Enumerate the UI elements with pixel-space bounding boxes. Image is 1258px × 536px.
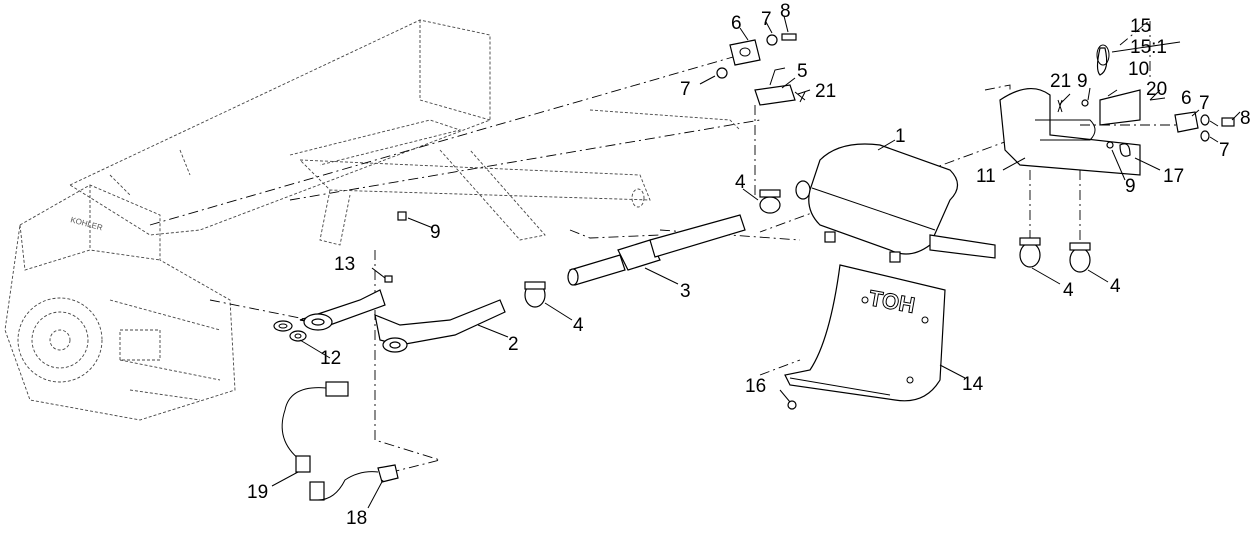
callout-2: 2 [508, 334, 519, 355]
clamp-4-middle [524, 281, 546, 308]
callout-17: 17 [1163, 166, 1184, 187]
callout-6: 6 [1181, 88, 1192, 109]
callout-12: 12 [320, 348, 341, 369]
callout-4: 4 [1110, 276, 1121, 297]
callout-10: 10 [1128, 59, 1149, 80]
callout-4: 4 [1063, 280, 1074, 301]
callout-1: 1 [895, 126, 906, 147]
callout-9: 9 [430, 222, 441, 243]
clamp-4-upper [759, 180, 811, 214]
heat-shield-14: TOH [784, 264, 946, 402]
exhaust-pipe-2 [299, 289, 506, 353]
callout-19: 19 [247, 482, 268, 503]
muffler-1 [808, 143, 996, 263]
callout-18: 18 [346, 508, 367, 529]
callout-11: 11 [976, 166, 996, 187]
callout-4: 4 [573, 315, 584, 336]
bolt-16 [787, 400, 797, 410]
right-bracket-assembly [999, 44, 1235, 176]
callout-3: 3 [680, 281, 691, 302]
callouts: 1 2 3 4 4 4 4 5 6 6 7 7 7 7 8 8 9 9 9 10… [247, 1, 1251, 529]
callout-21: 21 [1050, 71, 1071, 92]
callout-13: 13 [334, 254, 355, 275]
bolt-9-left [397, 211, 407, 221]
callout-7: 7 [1199, 93, 1210, 114]
leader-lines [271, 15, 1241, 509]
callout-20: 20 [1146, 79, 1167, 100]
callout-4: 4 [735, 172, 746, 193]
alignment-lines [149, 19, 1180, 476]
frame-ghost [69, 19, 741, 246]
callout-14: 14 [962, 374, 984, 395]
callout-21: 21 [815, 81, 836, 102]
callout-9: 9 [1077, 71, 1088, 92]
callout-8: 8 [1240, 108, 1251, 129]
callout-7: 7 [761, 9, 772, 30]
callout-15-1: 15:1 [1130, 37, 1167, 58]
engine: KOHLER [4, 184, 236, 421]
bolt-13 [384, 275, 393, 283]
upper-hanger-hardware [716, 33, 806, 106]
callout-6: 6 [731, 13, 742, 34]
clamp-4-lower-right [1019, 237, 1091, 273]
callout-8: 8 [780, 1, 791, 22]
gasket-12 [273, 320, 307, 342]
callout-7: 7 [1219, 140, 1230, 161]
engine-brand: KOHLER [69, 215, 103, 232]
oxygen-sensor-harness [281, 381, 399, 501]
callout-16: 16 [745, 376, 766, 397]
callout-5: 5 [797, 61, 808, 82]
callout-15: 15 [1130, 16, 1151, 37]
resonator-pipe-3 [567, 214, 746, 286]
callout-7: 7 [680, 79, 691, 100]
callout-9: 9 [1125, 176, 1136, 197]
